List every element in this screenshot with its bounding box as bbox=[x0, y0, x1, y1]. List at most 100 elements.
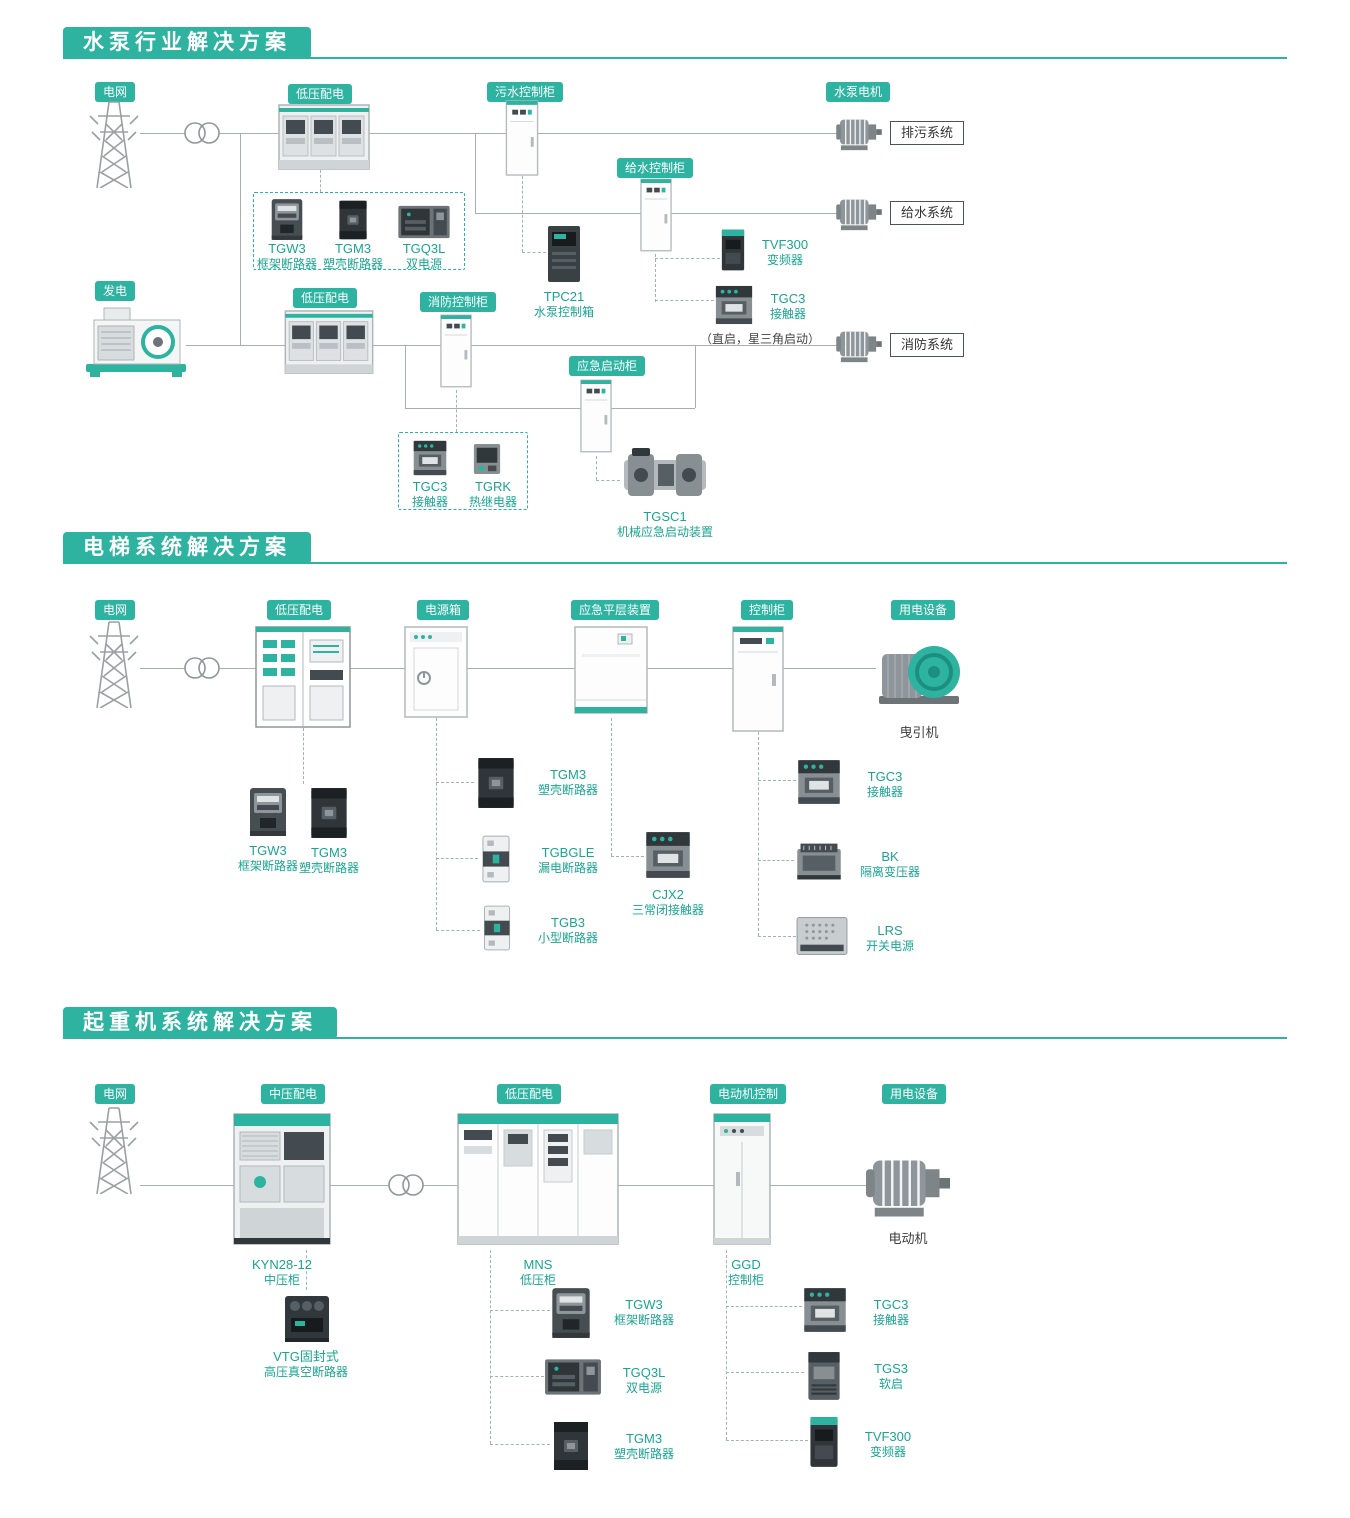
fire-control-cabinet-icon bbox=[440, 312, 472, 390]
tvf300-vfd-icon bbox=[808, 1416, 840, 1468]
fire-pump-motor-icon bbox=[836, 325, 882, 365]
bk-transformer-icon bbox=[794, 840, 844, 882]
tag-motor-control: 电动机控制 bbox=[710, 1084, 787, 1104]
dashed-link bbox=[726, 1250, 727, 1440]
dashed-link bbox=[490, 1376, 544, 1377]
power-line bbox=[695, 345, 696, 408]
section-title-elevator: 电梯系统解决方案 bbox=[63, 532, 311, 564]
label-tgc3-3: TGC3 接触器 bbox=[872, 1297, 909, 1327]
power-grid-tower-icon bbox=[86, 618, 142, 708]
dashed-link bbox=[306, 1250, 307, 1290]
tag-pump-motor: 水泵电机 bbox=[826, 82, 891, 102]
mv-cabinet-icon bbox=[232, 1112, 332, 1250]
tag-fire-cabinet: 消防控制柜 bbox=[420, 292, 497, 312]
label-vtg: VTG固封式 高压真空断路器 bbox=[263, 1349, 348, 1379]
system-box-supply: 给水系统 bbox=[890, 201, 964, 225]
tag-grid-2: 电网 bbox=[95, 600, 136, 620]
label-tgq3l-3: TGQ3L 双电源 bbox=[622, 1365, 666, 1395]
tgsc1-device-icon bbox=[620, 446, 710, 504]
motor-icon bbox=[866, 1148, 950, 1222]
dashed-link bbox=[758, 936, 796, 937]
section-header-crane: 起重机系统解决方案 bbox=[63, 1007, 1287, 1039]
tgw3-breaker-icon bbox=[270, 197, 304, 242]
power-line bbox=[475, 133, 476, 213]
label-tvf300-3: TVF300 变频器 bbox=[864, 1429, 912, 1459]
label-tgs3: TGS3 软启 bbox=[874, 1361, 908, 1391]
power-line bbox=[240, 133, 241, 345]
emergency-leveling-device-icon bbox=[574, 626, 648, 718]
label-tgm3-b: TGM3 塑壳断路器 bbox=[537, 767, 598, 797]
power-grid-tower-icon bbox=[86, 98, 142, 188]
system-box-fire: 消防系统 bbox=[890, 333, 964, 357]
label-tgc3-a: TGC3 接触器 bbox=[769, 291, 806, 321]
section-header-pump: 水泵行业解决方案 bbox=[63, 27, 1287, 59]
traction-machine-icon bbox=[876, 630, 962, 710]
label-tgm3: TGM3 塑壳断路器 bbox=[322, 241, 383, 271]
label-tgrk: TGRK 热继电器 bbox=[468, 479, 517, 509]
dashed-link bbox=[758, 780, 796, 781]
section-header-elevator: 电梯系统解决方案 bbox=[63, 532, 1287, 564]
tag-grid-3: 电网 bbox=[95, 1084, 136, 1104]
dashed-link bbox=[611, 856, 644, 857]
sewage-control-cabinet-icon bbox=[505, 100, 539, 176]
power-line bbox=[186, 345, 838, 346]
emergency-start-cabinet-icon bbox=[580, 376, 612, 456]
label-tgb3: TGB3 小型断路器 bbox=[537, 915, 598, 945]
label-tgbgle: TGBGLE 漏电断路器 bbox=[537, 845, 598, 875]
label-tpc21: TPC21 水泵控制箱 bbox=[533, 289, 594, 319]
dashed-link bbox=[456, 390, 457, 432]
tag-leveling-device: 应急平层装置 bbox=[571, 600, 660, 620]
tag-supply-cabinet: 给水控制柜 bbox=[617, 158, 694, 178]
tag-generation: 发电 bbox=[95, 281, 136, 301]
dashed-link bbox=[611, 718, 612, 856]
ggd-cabinet-icon bbox=[712, 1112, 772, 1250]
label-tgc3-2: TGC3 接触器 bbox=[866, 769, 903, 799]
motor-label: 电动机 bbox=[888, 1231, 928, 1246]
power-line bbox=[405, 345, 406, 408]
dashed-link bbox=[758, 732, 759, 936]
dashed-link bbox=[596, 480, 620, 481]
dashed-link bbox=[490, 1444, 550, 1445]
label-tgw3-2: TGW3 框架断路器 bbox=[237, 843, 298, 873]
lv-switchgear-b-icon bbox=[283, 310, 375, 376]
transformer-icon bbox=[182, 656, 222, 680]
section-title-crane: 起重机系统解决方案 bbox=[63, 1007, 337, 1039]
transformer-icon bbox=[182, 121, 222, 145]
tvf300-vfd-icon bbox=[720, 228, 746, 272]
tgbgle-breaker-icon bbox=[478, 834, 514, 884]
label-tgsc1: TGSC1 机械应急启动装置 bbox=[616, 509, 713, 539]
tgc3-contactor-b-icon bbox=[412, 439, 448, 477]
transformer-icon bbox=[386, 1173, 426, 1197]
start-mode-note: （直启，星三角启动） bbox=[700, 332, 821, 346]
mns-switchgear-icon bbox=[456, 1112, 620, 1250]
dashed-link bbox=[436, 718, 437, 930]
label-ggd: GGD 控制柜 bbox=[727, 1257, 764, 1287]
label-lrs: LRS 开关电源 bbox=[865, 923, 914, 953]
label-mns: MNS 低压柜 bbox=[519, 1257, 556, 1287]
label-tgm3-a: TGM3 塑壳断路器 bbox=[298, 845, 359, 875]
dashed-link bbox=[655, 254, 656, 302]
tgc3-contactor-icon bbox=[796, 758, 842, 806]
tgw3-breaker-icon bbox=[550, 1286, 592, 1340]
label-tvf300: TVF300 变频器 bbox=[761, 237, 809, 267]
dashed-link bbox=[490, 1250, 491, 1444]
dashed-link bbox=[726, 1306, 802, 1307]
tag-mv-distribution: 中压配电 bbox=[261, 1084, 326, 1104]
tgw3-breaker-icon bbox=[248, 786, 288, 838]
power-line bbox=[140, 133, 840, 134]
dashed-link bbox=[758, 860, 794, 861]
label-tgq3l: TGQ3L 双电源 bbox=[402, 241, 446, 271]
dashed-link bbox=[320, 170, 321, 192]
dashed-link bbox=[655, 258, 720, 259]
tgm3-breaker-icon bbox=[550, 1420, 592, 1472]
tgq3l-ats-icon bbox=[396, 203, 452, 241]
dashed-link bbox=[522, 176, 523, 252]
tgm3-breaker-icon bbox=[308, 786, 350, 840]
tag-lv-distribution-b: 低压配电 bbox=[293, 288, 358, 308]
tag-control-cabinet: 控制柜 bbox=[741, 600, 794, 620]
tag-emergency-cabinet: 应急启动柜 bbox=[569, 356, 646, 376]
label-bk: BK 隔离变压器 bbox=[859, 849, 920, 879]
vtg-vacuum-breaker-icon bbox=[283, 1290, 331, 1344]
tag-power-box: 电源箱 bbox=[417, 600, 470, 620]
